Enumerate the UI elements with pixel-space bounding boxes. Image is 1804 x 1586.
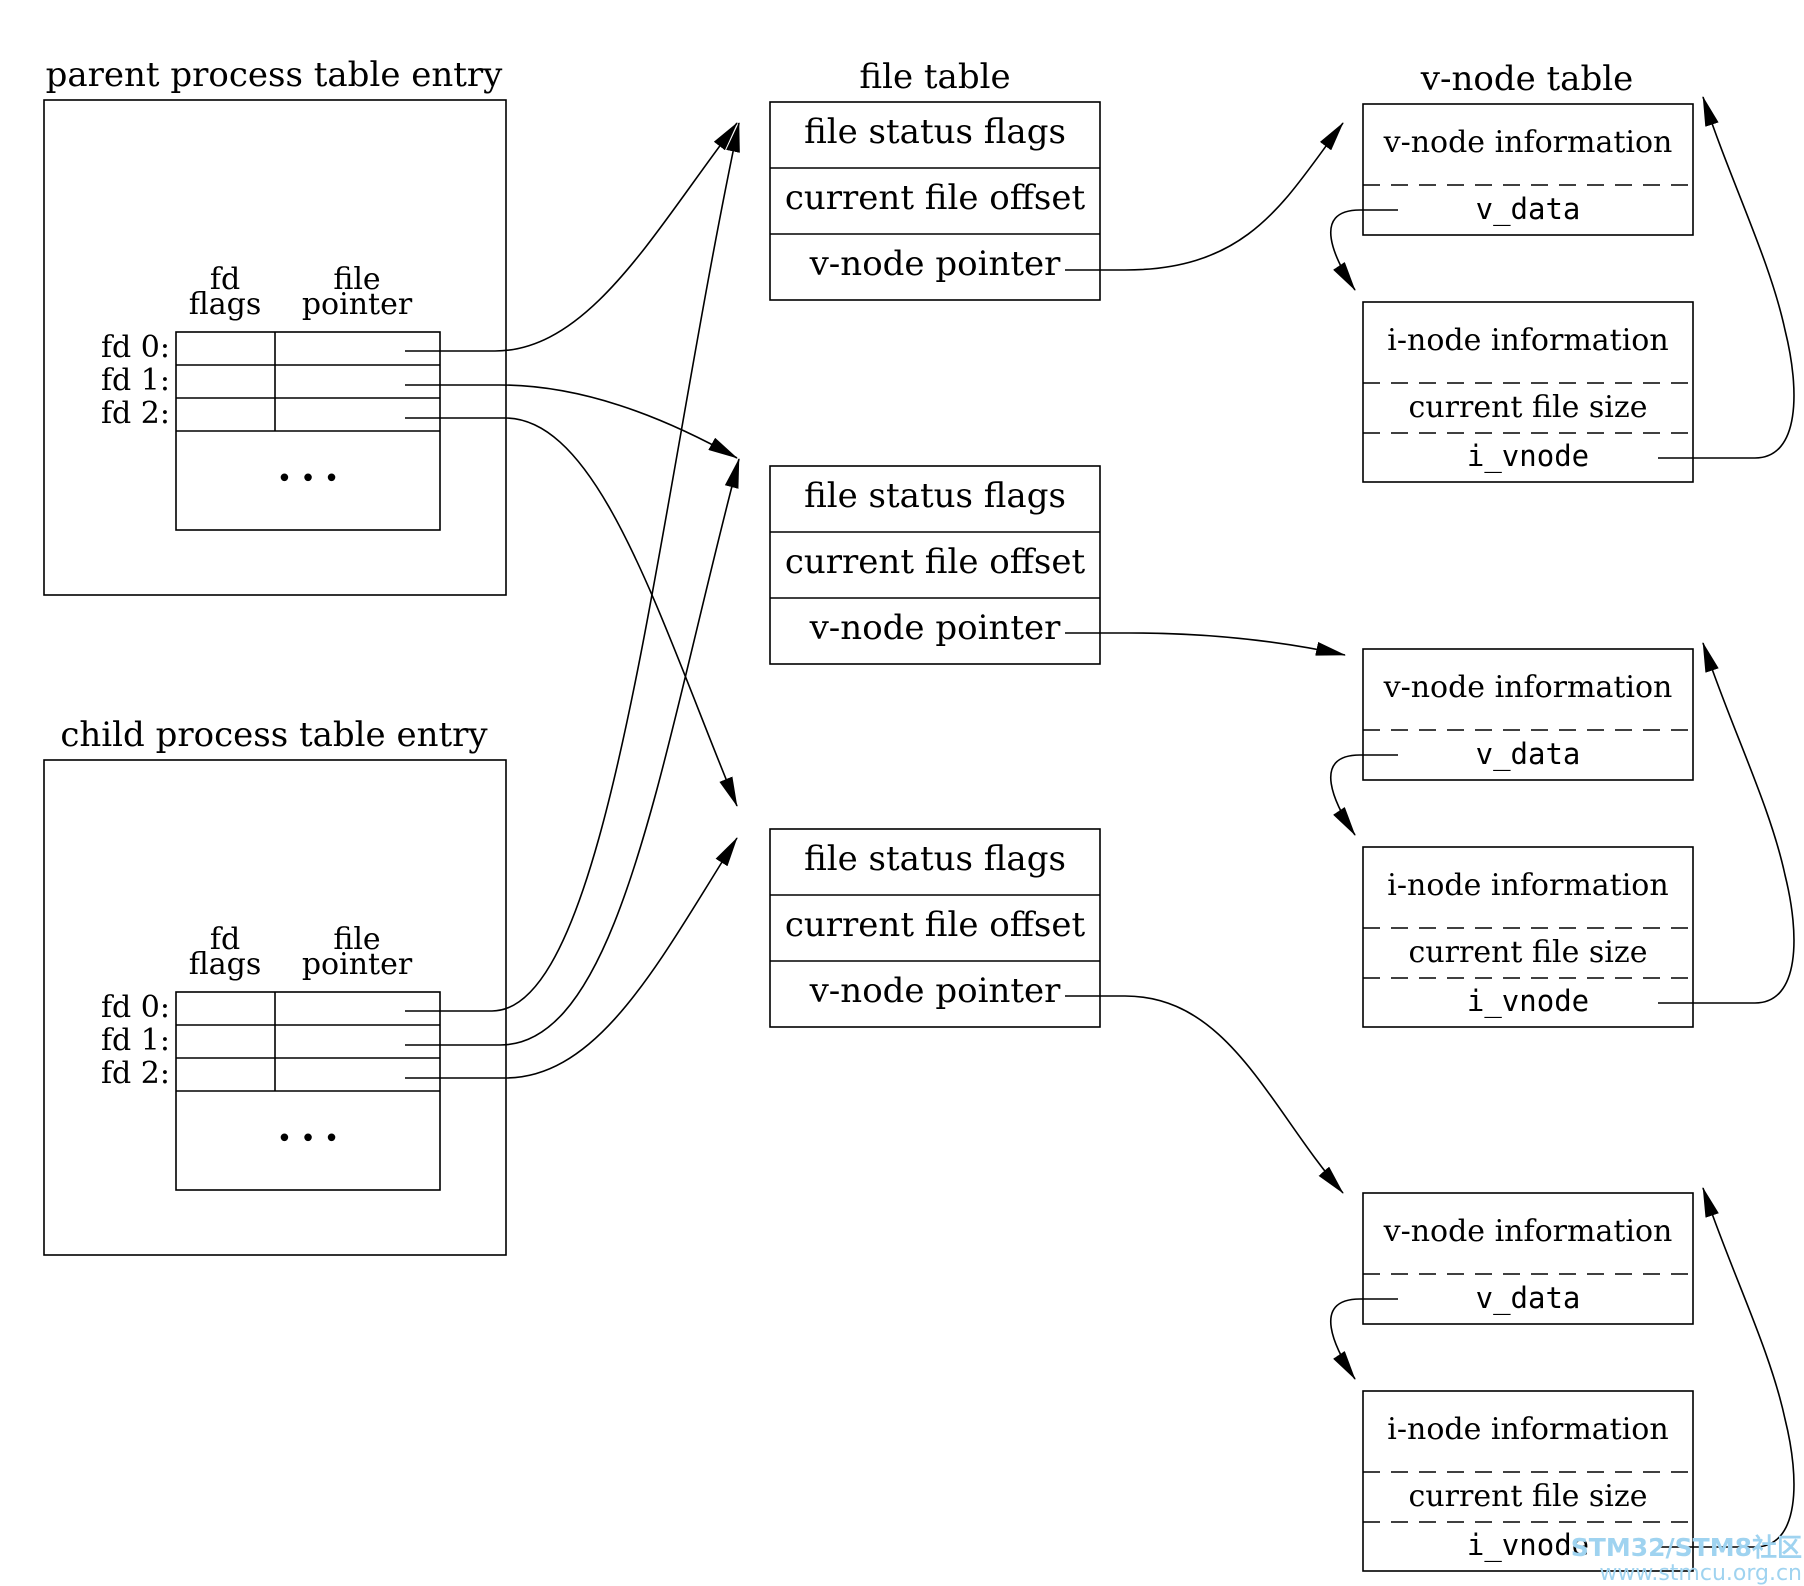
arrow-v-data-1: [1329, 209, 1398, 291]
vnode-table: v-node table v-node information v_data i…: [1362, 59, 1694, 1572]
vnode-pointer: v-node pointer: [809, 244, 1062, 284]
arrow-v-data-3: [1329, 1298, 1398, 1380]
vnode-entry: v-node information v_data: [1362, 648, 1694, 781]
inode-entry: i-node information current file size i_v…: [1362, 1390, 1694, 1572]
file-pointer-header-bottom: pointer: [302, 287, 413, 322]
arrow-v-data-2: [1329, 754, 1398, 836]
vnode-entry: v-node information v_data: [1362, 1192, 1694, 1325]
child-table-frame: [43, 759, 507, 1256]
vnode-information: v-node information: [1383, 1214, 1673, 1249]
fd-flags-header-top: fd: [210, 922, 240, 957]
fd-row-label: fd 2:: [101, 396, 170, 431]
v-data-field: v_data: [1476, 737, 1581, 772]
vnode-information: v-node information: [1383, 670, 1673, 705]
current-file-size: current file size: [1409, 1479, 1648, 1514]
file-table-entry: file status flags current file offset v-…: [769, 101, 1101, 301]
file-status-flags: file status flags: [804, 112, 1066, 152]
child-table-title: child process table entry: [60, 715, 488, 755]
i-vnode-field: i_vnode: [1467, 1528, 1589, 1563]
inode-information: i-node information: [1387, 323, 1668, 358]
ellipsis: • • •: [277, 1124, 340, 1154]
file-table-entry: file status flags current file offset v-…: [769, 465, 1101, 665]
file-pointer-header-bottom: pointer: [302, 947, 413, 982]
watermark: STM32/STM8社区 www.stmcu.org.cn: [1571, 1533, 1802, 1586]
parent-process-table: parent process table entry fd flags file…: [43, 55, 507, 596]
arrow-parent-fd0: [440, 122, 738, 352]
file-pointer-header-top: file: [333, 922, 380, 957]
v-data-field: v_data: [1476, 192, 1581, 227]
fd-row-label: fd 0:: [101, 330, 170, 365]
vnode-entry: v-node information v_data: [1362, 103, 1694, 236]
current-file-offset: current file offset: [785, 905, 1086, 945]
pointer-arrows: [440, 96, 1795, 1548]
v-data-field: v_data: [1476, 1281, 1581, 1316]
fd-flags-header-bottom: flags: [189, 947, 262, 982]
fd-row-label: fd 1:: [101, 1023, 170, 1058]
current-file-offset: current file offset: [785, 178, 1086, 218]
inode-information: i-node information: [1387, 1412, 1668, 1447]
i-vnode-field: i_vnode: [1467, 984, 1589, 1019]
inode-entry: i-node information current file size i_v…: [1362, 301, 1694, 483]
current-file-offset: current file offset: [785, 542, 1086, 582]
arrow-parent-fd1: [440, 384, 738, 459]
file-table: file table file status flags current fil…: [769, 57, 1101, 1028]
inode-information: i-node information: [1387, 868, 1668, 903]
child-process-table: child process table entry fd flags file …: [43, 715, 507, 1256]
file-table-entry: file status flags current file offset v-…: [769, 828, 1101, 1028]
arrow-child-fd2: [440, 837, 738, 1079]
arrow-vnode-pointer-2: [1065, 632, 1346, 656]
watermark-line1: STM32/STM8社区: [1571, 1533, 1802, 1562]
watermark-line2: www.stmcu.org.cn: [1599, 1561, 1802, 1586]
file-table-title: file table: [859, 57, 1010, 97]
ellipsis: • • •: [277, 464, 340, 494]
fd-row-label: fd 2:: [101, 1056, 170, 1091]
parent-table-frame: [43, 99, 507, 596]
current-file-size: current file size: [1409, 935, 1648, 970]
vnode-information: v-node information: [1383, 125, 1673, 160]
file-status-flags: file status flags: [804, 476, 1066, 516]
current-file-size: current file size: [1409, 390, 1648, 425]
inode-entry: i-node information current file size i_v…: [1362, 846, 1694, 1028]
fd-flags-header-top: fd: [210, 262, 240, 297]
arrow-child-fd0: [440, 122, 740, 1012]
arrow-i-vnode-3: [1658, 1187, 1795, 1548]
file-status-flags: file status flags: [804, 839, 1066, 879]
fd-row-label: fd 1:: [101, 363, 170, 398]
arrow-i-vnode-1: [1658, 96, 1795, 459]
arrow-parent-fd2: [440, 417, 738, 807]
arrow-i-vnode-2: [1658, 642, 1795, 1004]
file-pointer-header-top: file: [333, 262, 380, 297]
arrow-vnode-pointer-3: [1065, 995, 1344, 1194]
vnode-pointer: v-node pointer: [809, 608, 1062, 648]
fd-flags-header-bottom: flags: [189, 287, 262, 322]
vnode-pointer: v-node pointer: [809, 971, 1062, 1011]
vnode-table-title: v-node table: [1420, 59, 1633, 99]
i-vnode-field: i_vnode: [1467, 439, 1589, 474]
fd-row-label: fd 0:: [101, 990, 170, 1025]
arrow-child-fd1: [440, 458, 740, 1046]
parent-table-title: parent process table entry: [46, 55, 504, 95]
arrow-vnode-pointer-1: [1065, 122, 1344, 271]
